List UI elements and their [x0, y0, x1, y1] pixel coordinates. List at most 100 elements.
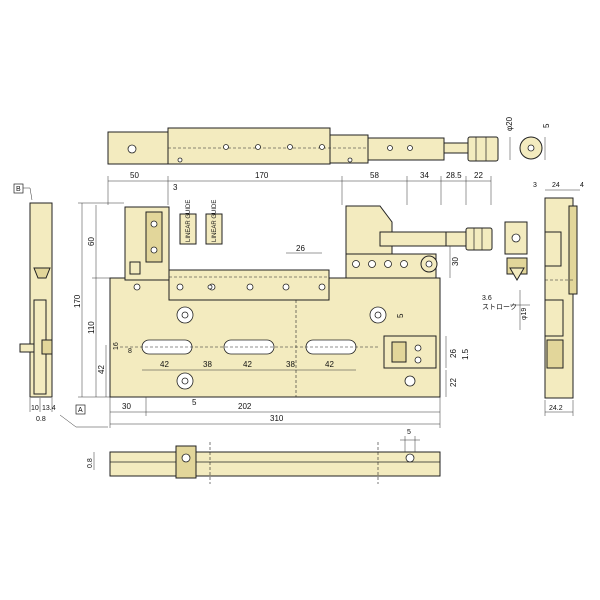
- dim-knob-5: 5: [542, 123, 551, 128]
- bottom-dimensions: 30 5 202 310: [109, 397, 441, 428]
- dim-right-24: 24: [552, 182, 560, 189]
- dim-slot-42b: 42: [243, 360, 252, 369]
- dim-bottom-30: 30: [122, 402, 131, 411]
- dim-left-60: 60: [87, 237, 96, 246]
- front-view-hole: [414, 356, 422, 364]
- top-view-hole: [319, 144, 325, 150]
- bottom-view: 5 0.8: [87, 429, 441, 484]
- dim-slot-42c: 42: [325, 360, 334, 369]
- right-view-gib: [568, 205, 578, 295]
- dim-stroke-36: 3.6: [482, 295, 492, 302]
- top-view-knob: [467, 136, 499, 162]
- dim-bottom-310: 310: [270, 414, 284, 423]
- top-view-hole: [387, 145, 393, 151]
- side-view-dovetail: [33, 267, 51, 279]
- front-view-clamp-block: [383, 335, 437, 369]
- dim-top-3: 3: [173, 183, 178, 192]
- guide-label-right-text: LINEAR GUIDE: [212, 200, 218, 242]
- reference-mark-b: [13, 183, 24, 194]
- dim-bottom-202: 202: [238, 402, 252, 411]
- front-view-mount-hole-inner: [181, 377, 189, 385]
- dim-inner-15: 1.5: [461, 348, 470, 360]
- dim-right-242: 24.2: [549, 405, 563, 412]
- front-view-hole: [133, 283, 141, 291]
- front-view-small-block: [129, 261, 141, 275]
- dim-top-285: 28.5: [446, 171, 462, 180]
- front-view-hole: [207, 284, 213, 290]
- front-view-hole: [318, 283, 326, 291]
- dim-top-170: 170: [255, 171, 269, 180]
- bottom-view-hole: [405, 453, 415, 463]
- front-view-knob: [465, 227, 493, 251]
- front-view-hole: [384, 260, 392, 268]
- front-view-mount-hole-inner: [181, 311, 189, 319]
- side-view-pin: [19, 343, 35, 353]
- top-view-hole: [407, 145, 413, 151]
- right-view-point: [509, 267, 525, 281]
- front-view-hole: [368, 260, 376, 268]
- front-view-hole: [400, 260, 408, 268]
- top-view-hole: [177, 157, 183, 163]
- right-view-upper-part: [544, 231, 562, 267]
- front-view-mount-hole: [404, 375, 416, 387]
- knob-end-hole: [527, 144, 535, 152]
- front-view-hole: [282, 283, 290, 291]
- dim-left-110: 110: [87, 321, 96, 334]
- guide-label-right: [205, 213, 223, 245]
- dim-bottom-view-5: 5: [407, 429, 411, 436]
- dim-bottom-5: 5: [192, 398, 197, 407]
- front-view-hole: [150, 246, 158, 254]
- dim-side-134: 13.4: [42, 405, 56, 412]
- dim-side-10: 10: [31, 405, 39, 412]
- top-view-hole: [347, 157, 353, 163]
- right-view-lower-part: [546, 339, 564, 369]
- dim-slot-38a: 38: [203, 360, 212, 369]
- right-view-mid-part: [544, 299, 564, 337]
- top-view-rail: [167, 127, 331, 165]
- dim-inner-26: 26: [296, 244, 305, 253]
- dim-phi20: φ20: [505, 116, 514, 131]
- guide-label-left-text: LINEAR GUIDE: [186, 200, 192, 242]
- dim-top-34: 34: [420, 171, 429, 180]
- front-view-clamp-jaw: [391, 341, 407, 363]
- slot-dimensions: 42 38 42 38 42: [142, 360, 356, 371]
- dim-inner-8: 8: [128, 348, 132, 355]
- top-view-hole: [255, 144, 261, 150]
- right-view-hole: [511, 233, 521, 243]
- front-view-hole: [176, 283, 184, 291]
- dim-top-50: 50: [130, 171, 139, 180]
- dim-phi19: φ19: [521, 308, 528, 320]
- front-view-mount-hole-inner: [374, 311, 382, 319]
- front-view-hole: [414, 344, 422, 352]
- dim-inner-5: 5: [396, 313, 405, 318]
- front-view-slot-2: [223, 339, 275, 355]
- bottom-view-hole: [181, 453, 191, 463]
- front-view-right-arm: [379, 231, 447, 247]
- inner-dimensions: 26 30 5 16 8 26 1.5 22: [113, 244, 470, 397]
- guide-label-left: [179, 213, 197, 245]
- dim-left-170: 170: [73, 294, 82, 308]
- front-view: LINEAR GUIDE LINEAR GUIDE: [109, 200, 493, 398]
- front-view-hole: [425, 260, 433, 268]
- front-view-hole: [352, 260, 360, 268]
- right-side-view: 3 24 4 24.2 3.6 ストローク φ19: [482, 182, 584, 416]
- dim-bottom-view-08: 0.8: [87, 458, 94, 468]
- front-view-hole: [246, 283, 254, 291]
- front-view-shaft: [445, 231, 467, 247]
- top-view-left-block: [107, 131, 169, 165]
- dim-left-42: 42: [97, 365, 106, 374]
- left-dimensions: 170 60 110 42 A: [73, 202, 124, 415]
- dim-inner-16: 16: [113, 342, 120, 350]
- dim-right-4: 4: [580, 182, 584, 189]
- dim-slot-42a: 42: [160, 360, 169, 369]
- top-view-shaft: [443, 142, 469, 154]
- top-view-hole: [287, 144, 293, 150]
- reference-mark-a-label: A: [78, 407, 83, 414]
- top-view-right-block: [367, 137, 445, 161]
- top-view: [107, 127, 499, 165]
- top-view-hole: [223, 144, 229, 150]
- dim-side-08: 0.8: [36, 416, 46, 423]
- dim-inner-26b: 26: [449, 349, 458, 358]
